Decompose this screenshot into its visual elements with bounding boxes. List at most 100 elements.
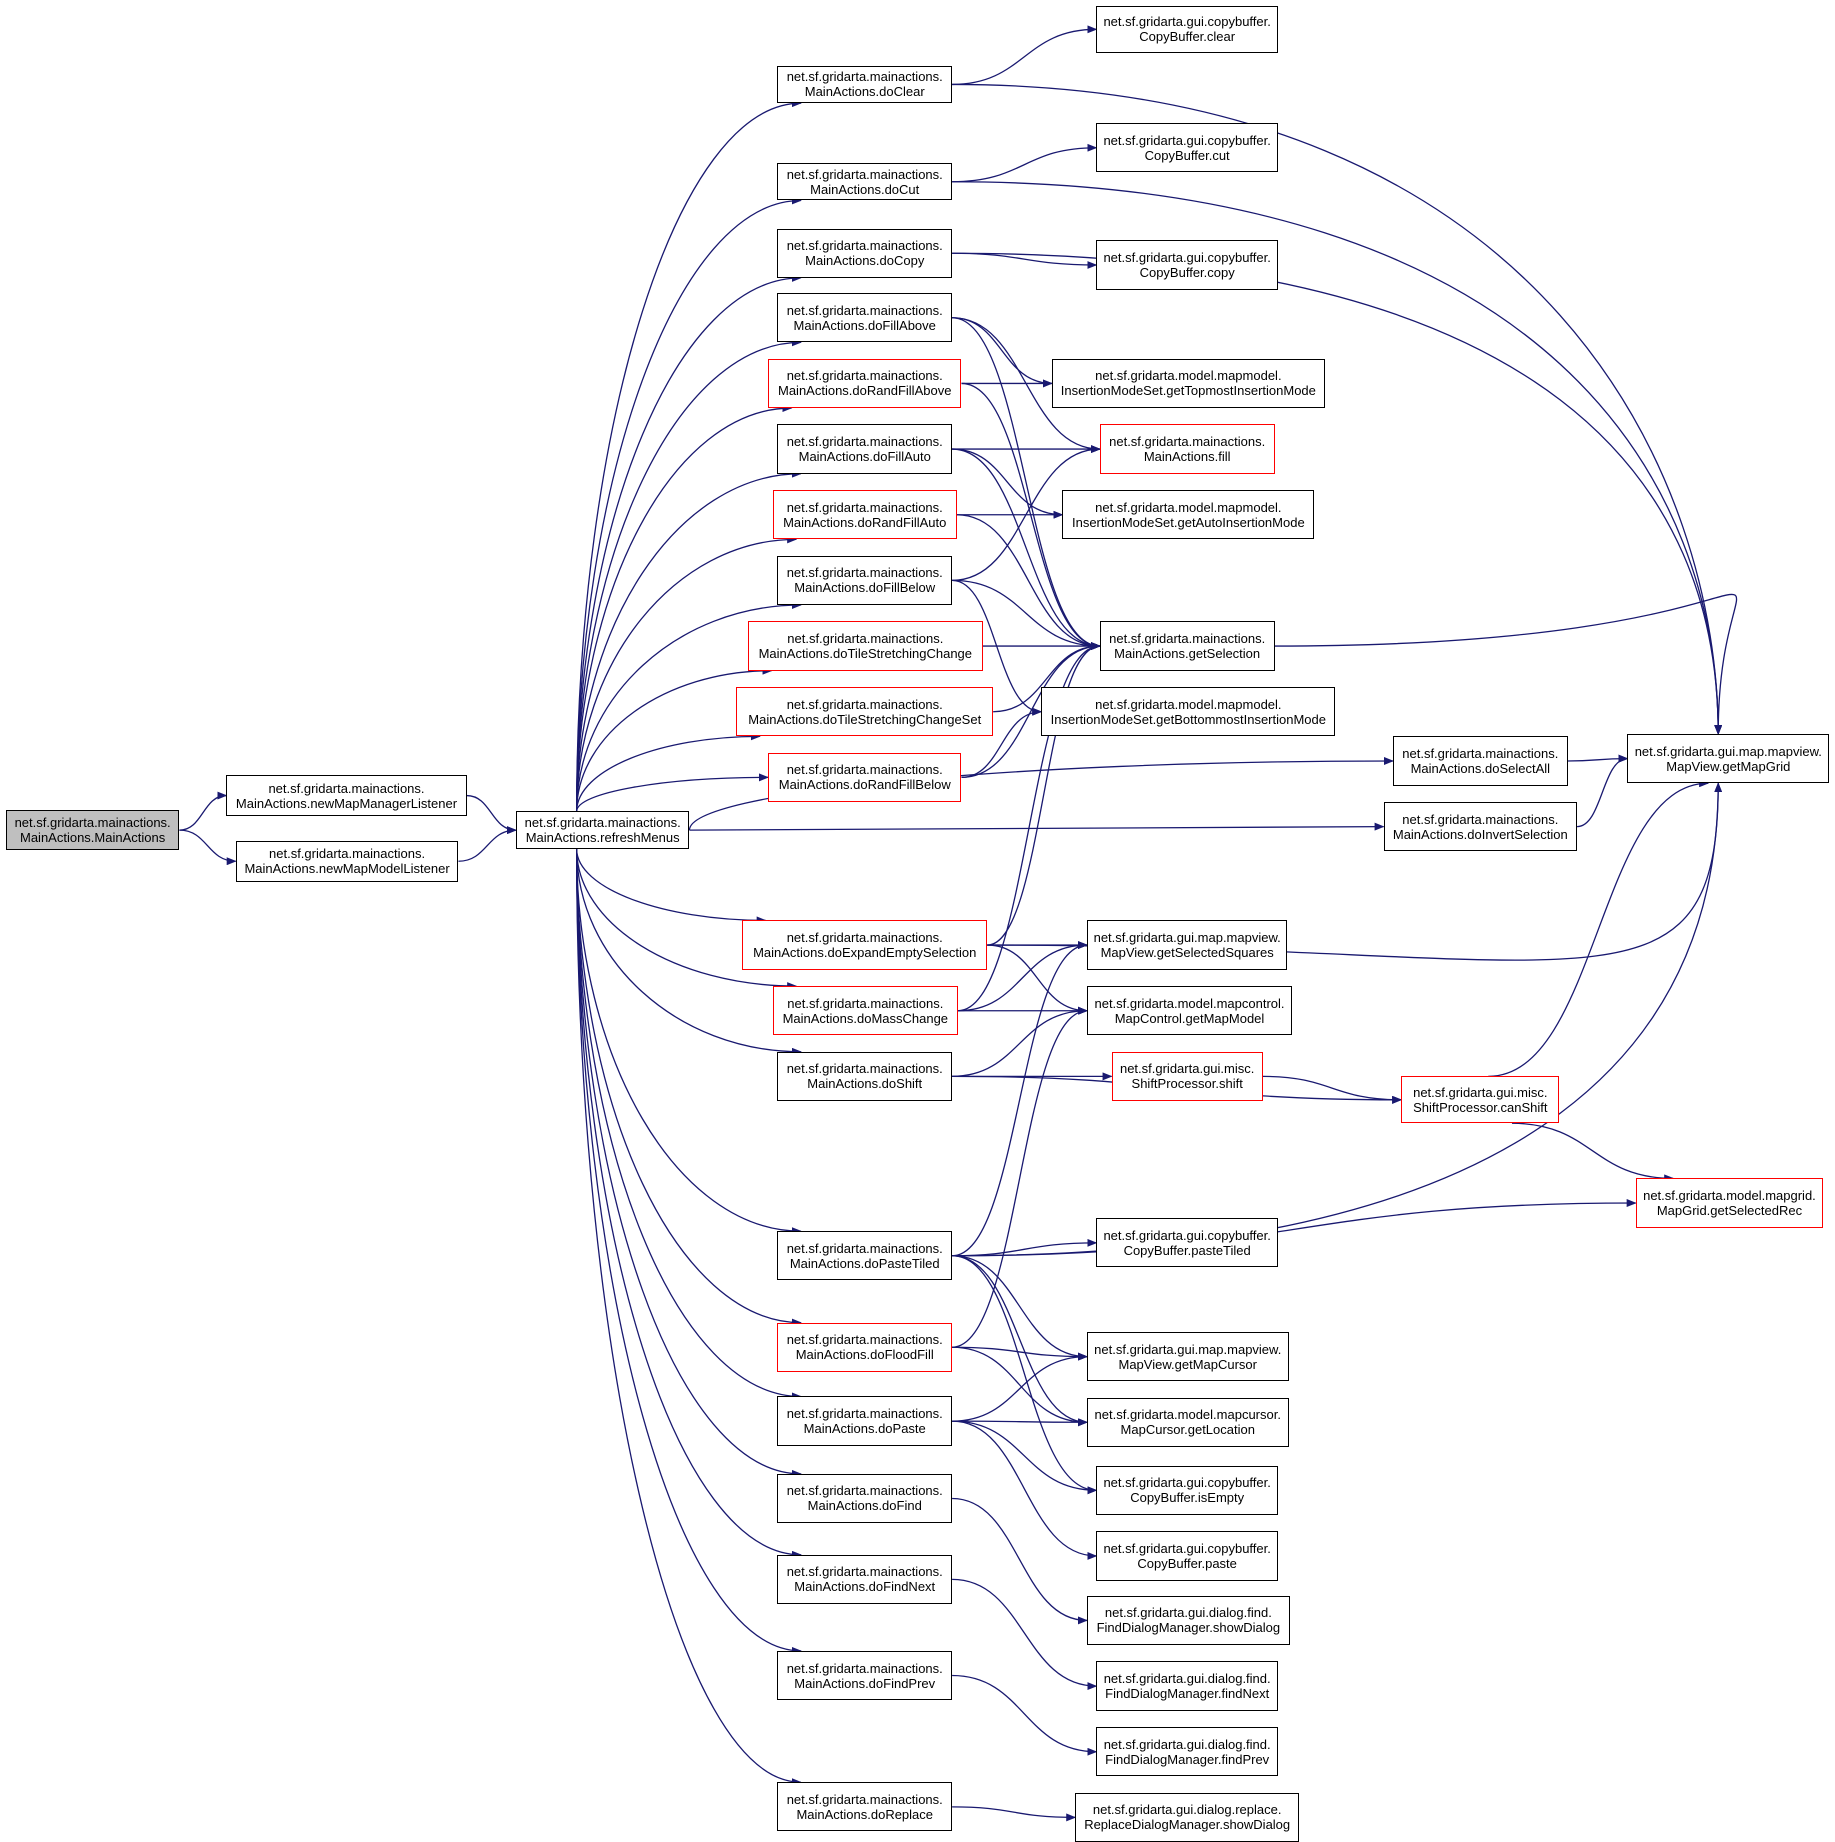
node-find-prev[interactable]: net.sf.gridarta.gui.dialog.find.FindDial… [1096, 1727, 1279, 1777]
node-cb-paste-tiled[interactable]: net.sf.gridarta.gui.copybuffer.CopyBuffe… [1096, 1218, 1279, 1268]
node-package-label: net.sf.gridarta.mainactions. [786, 930, 943, 946]
node-method-label: MainActions.doShift [807, 1076, 923, 1092]
node-do-paste[interactable]: net.sf.gridarta.mainactions.MainActions.… [777, 1396, 953, 1446]
node-can-shift[interactable]: net.sf.gridarta.gui.misc.ShiftProcessor.… [1401, 1076, 1560, 1124]
node-package-label: net.sf.gridarta.gui.copybuffer. [1103, 1227, 1271, 1243]
node-method-label: MainActions.newMapManagerListener [235, 795, 458, 811]
edge-shift-to-canShift [1262, 1075, 1403, 1104]
node-do-select-all[interactable]: net.sf.gridarta.mainactions.MainActions.… [1392, 736, 1568, 786]
node-shift[interactable]: net.sf.gridarta.gui.misc.ShiftProcessor.… [1111, 1051, 1263, 1101]
node-get-bottommost[interactable]: net.sf.gridarta.model.mapmodel.Insertion… [1041, 687, 1336, 737]
node-do-shift[interactable]: net.sf.gridarta.mainactions.MainActions.… [777, 1051, 953, 1101]
node-do-rand-fill-below[interactable]: net.sf.gridarta.mainactions.MainActions.… [768, 752, 962, 802]
node-method-label: ShiftProcessor.shift [1131, 1076, 1243, 1092]
node-package-label: net.sf.gridarta.mainactions. [786, 238, 943, 254]
node-get-selection[interactable]: net.sf.gridarta.mainactions.MainActions.… [1099, 621, 1275, 671]
node-do-replace[interactable]: net.sf.gridarta.mainactions.MainActions.… [777, 1782, 953, 1832]
node-method-label: ReplaceDialogManager.showDialog [1084, 1817, 1291, 1833]
node-cb-is-empty[interactable]: net.sf.gridarta.gui.copybuffer.CopyBuffe… [1096, 1465, 1279, 1515]
node-do-find-next[interactable]: net.sf.gridarta.mainactions.MainActions.… [777, 1554, 953, 1604]
edge-doClear-to-getMapGrid [952, 83, 1723, 735]
edge-root-to-newMapModelListener [179, 829, 237, 866]
edge-refreshMenus-to-doTileStretchingChangeSet [575, 732, 761, 812]
node-do-rand-fill-above[interactable]: net.sf.gridarta.mainactions.MainActions.… [768, 358, 962, 409]
node-package-label: net.sf.gridarta.model.mapcontrol. [1094, 995, 1285, 1011]
node-package-label: net.sf.gridarta.mainactions. [786, 1061, 943, 1077]
node-new-map-model-listener[interactable]: net.sf.gridarta.mainactions.MainActions.… [235, 840, 459, 882]
edge-doPasteTiled-to-cbIsEmpty [952, 1255, 1098, 1495]
node-do-tile-stretching-change[interactable]: net.sf.gridarta.mainactions.MainActions.… [748, 621, 983, 671]
node-method-label: MainActions.doRandFillBelow [778, 777, 951, 793]
node-do-cut[interactable]: net.sf.gridarta.mainactions.MainActions.… [777, 162, 953, 201]
node-get-topmost[interactable]: net.sf.gridarta.model.mapmodel.Insertion… [1051, 358, 1325, 409]
edge-doMassChange-to-getSelection [957, 642, 1101, 1012]
edge-getSelection-to-getMapGrid [1274, 593, 1738, 735]
node-get-selected-squares[interactable]: net.sf.gridarta.gui.map.mapview.MapView.… [1086, 920, 1288, 970]
node-get-map-grid[interactable]: net.sf.gridarta.gui.map.mapview.MapView.… [1627, 734, 1830, 784]
node-package-label: net.sf.gridarta.mainactions. [786, 1791, 943, 1807]
node-do-expand-empty-selection[interactable]: net.sf.gridarta.mainactions.MainActions.… [742, 920, 988, 970]
edge-root-to-newMapManagerListener [179, 791, 228, 831]
node-do-fill-above[interactable]: net.sf.gridarta.mainactions.MainActions.… [777, 293, 953, 343]
node-method-label: ShiftProcessor.canShift [1413, 1099, 1548, 1115]
edge-refreshMenus-to-doShift [575, 848, 802, 1056]
node-fill[interactable]: net.sf.gridarta.mainactions.MainActions.… [1099, 424, 1275, 474]
edge-doReplace-to-replaceShowDialog [952, 1806, 1077, 1822]
node-package-label: net.sf.gridarta.mainactions. [268, 780, 425, 796]
node-do-flood-fill[interactable]: net.sf.gridarta.mainactions.MainActions.… [777, 1322, 953, 1372]
edge-refreshMenus-to-doFindPrev [575, 848, 802, 1655]
node-get-auto[interactable]: net.sf.gridarta.model.mapmodel.Insertion… [1062, 490, 1315, 540]
node-get-selected-rec[interactable]: net.sf.gridarta.model.mapgrid.MapGrid.ge… [1635, 1178, 1824, 1228]
node-method-label: MainActions.doFillAbove [793, 317, 936, 333]
node-method-label: InsertionModeSet.getTopmostInsertionMode [1060, 383, 1316, 399]
node-do-copy[interactable]: net.sf.gridarta.mainactions.MainActions.… [777, 228, 953, 278]
node-do-mass-change[interactable]: net.sf.gridarta.mainactions.MainActions.… [772, 986, 958, 1036]
node-new-map-manager-listener[interactable]: net.sf.gridarta.mainactions.MainActions.… [226, 775, 467, 817]
node-find-show-dialog[interactable]: net.sf.gridarta.gui.dialog.find.FindDial… [1086, 1595, 1290, 1646]
edge-doFloodFill-to-getMapModel [952, 1006, 1088, 1348]
node-method-label: MainActions.doRandFillAuto [783, 514, 947, 530]
node-do-clear[interactable]: net.sf.gridarta.mainactions.MainActions.… [777, 65, 953, 104]
node-do-invert-selection[interactable]: net.sf.gridarta.mainactions.MainActions.… [1383, 802, 1578, 852]
node-cb-clear[interactable]: net.sf.gridarta.gui.copybuffer.CopyBuffe… [1096, 5, 1279, 53]
node-root[interactable]: net.sf.gridarta.mainactions.MainActions.… [5, 810, 180, 851]
node-do-fill-auto[interactable]: net.sf.gridarta.mainactions.MainActions.… [777, 424, 953, 474]
node-package-label: net.sf.gridarta.gui.copybuffer. [1103, 14, 1271, 30]
edge-refreshMenus-to-doClear [575, 99, 802, 812]
node-find-next[interactable]: net.sf.gridarta.gui.dialog.find.FindDial… [1096, 1661, 1279, 1711]
node-get-map-model[interactable]: net.sf.gridarta.model.mapcontrol.MapCont… [1086, 986, 1293, 1036]
edge-refreshMenus-to-doReplace [575, 848, 802, 1787]
node-cb-cut[interactable]: net.sf.gridarta.gui.copybuffer.CopyBuffe… [1096, 123, 1279, 173]
node-package-label: net.sf.gridarta.mainactions. [787, 631, 944, 647]
node-get-map-cursor[interactable]: net.sf.gridarta.gui.map.mapview.MapView.… [1086, 1331, 1289, 1382]
node-do-rand-fill-auto[interactable]: net.sf.gridarta.mainactions.MainActions.… [772, 490, 957, 540]
node-method-label: FindDialogManager.findPrev [1105, 1751, 1270, 1767]
node-do-find-prev[interactable]: net.sf.gridarta.mainactions.MainActions.… [777, 1650, 953, 1701]
node-replace-show-dialog[interactable]: net.sf.gridarta.gui.dialog.replace.Repla… [1075, 1792, 1300, 1842]
edge-doFloodFill-to-getLocation [952, 1346, 1088, 1427]
node-refresh-menus[interactable]: net.sf.gridarta.mainactions.MainActions.… [515, 811, 690, 849]
edge-doShift-to-getMapModel [952, 1006, 1088, 1078]
node-method-label: CopyBuffer.paste [1137, 1555, 1237, 1571]
node-do-find[interactable]: net.sf.gridarta.mainactions.MainActions.… [777, 1473, 953, 1524]
edge-doFindNext-to-findNext [952, 1578, 1098, 1691]
node-do-paste-tiled[interactable]: net.sf.gridarta.mainactions.MainActions.… [777, 1231, 953, 1281]
edge-refreshMenus-to-doFillBelow [575, 601, 802, 812]
node-get-location[interactable]: net.sf.gridarta.model.mapcursor.MapCurso… [1086, 1397, 1289, 1447]
node-do-tile-stretching-change-set[interactable]: net.sf.gridarta.mainactions.MainActions.… [736, 687, 994, 737]
node-package-label: net.sf.gridarta.mainactions. [1109, 434, 1266, 450]
node-package-label: net.sf.gridarta.gui.map.mapview. [1094, 1341, 1282, 1357]
node-method-label: MainActions.doExpandEmptySelection [753, 945, 977, 961]
edge-doFind-to-findShowDialog [952, 1497, 1088, 1625]
edge-refreshMenus-to-doRandFillAuto [575, 535, 798, 812]
node-cb-paste[interactable]: net.sf.gridarta.gui.copybuffer.CopyBuffe… [1096, 1531, 1279, 1581]
node-method-label: MainActions.fill [1143, 449, 1231, 465]
node-package-label: net.sf.gridarta.mainactions. [786, 302, 943, 318]
node-package-label: net.sf.gridarta.gui.misc. [1119, 1061, 1255, 1077]
node-cb-copy[interactable]: net.sf.gridarta.gui.copybuffer.CopyBuffe… [1096, 240, 1279, 290]
node-package-label: net.sf.gridarta.gui.misc. [1413, 1084, 1548, 1100]
node-do-fill-below[interactable]: net.sf.gridarta.mainactions.MainActions.… [777, 555, 953, 605]
node-package-label: net.sf.gridarta.mainactions. [786, 434, 943, 450]
node-package-label: net.sf.gridarta.mainactions. [14, 815, 171, 831]
